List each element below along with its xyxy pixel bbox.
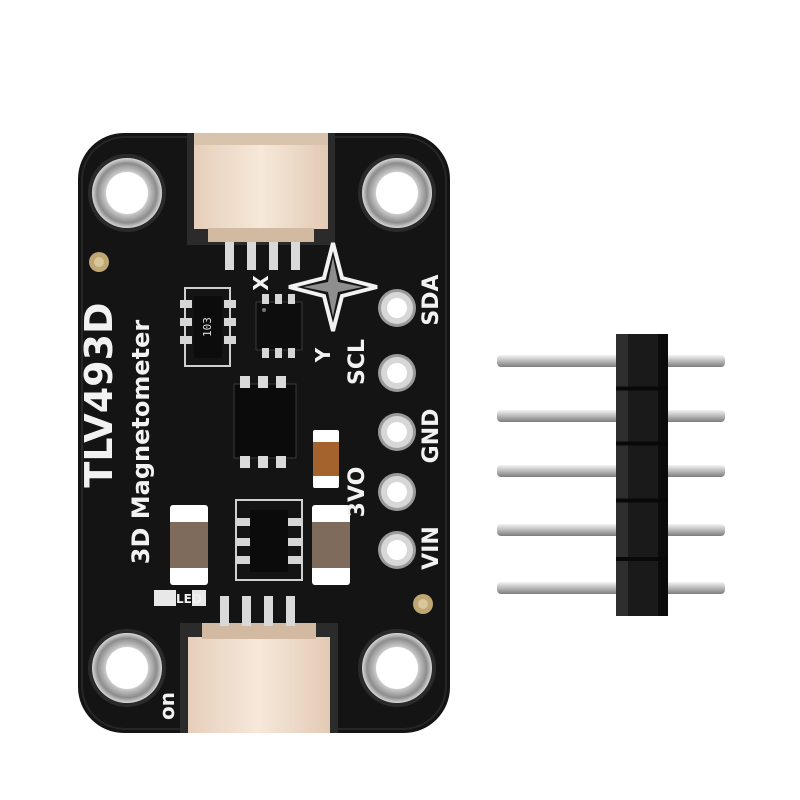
sensor-ic [255, 294, 303, 358]
header-pin [497, 465, 725, 477]
mounting-hole-top-right [358, 154, 436, 232]
regulator-ic [233, 376, 297, 468]
header-pin [497, 524, 725, 536]
mounting-hole-top-left [88, 154, 166, 232]
mounting-hole-bottom-left [88, 629, 166, 707]
header-pin [497, 355, 725, 367]
header-plastic [616, 334, 668, 616]
axis-x-label: X [249, 275, 273, 291]
led-label: LED [176, 592, 202, 606]
mounting-hole-bottom-right [358, 629, 436, 707]
capacitor-left [170, 505, 208, 585]
ic-left: 103 [180, 287, 236, 367]
pin-pad-vin [378, 531, 416, 569]
pin-pad-scl [378, 354, 416, 392]
pin-label-3vo: 3VO [345, 467, 370, 518]
pin-label-gnd: GND [419, 409, 444, 464]
connector-top [187, 133, 335, 270]
led: LED [154, 590, 206, 606]
switch-label: on [155, 692, 179, 720]
axis-star [288, 242, 378, 332]
axis-y-label: Y [311, 347, 335, 363]
capacitor-orange [313, 430, 339, 488]
pin-header [497, 334, 725, 616]
pin-label-vin: VIN [419, 526, 444, 570]
breakout-board: TLV493D 3D Magnetometer X Y 103 [77, 133, 450, 733]
header-pins [497, 355, 725, 594]
pin-pads [378, 289, 416, 569]
header-pin [497, 410, 725, 422]
pin-pad-3vo [378, 473, 416, 511]
board-subtitle: 3D Magnetometer [127, 320, 155, 565]
ic-marking: 103 [201, 317, 214, 337]
capacitor-right [312, 505, 350, 585]
pin-label-sda: SDA [419, 274, 444, 325]
pin-label-scl: SCL [345, 339, 370, 385]
pin-pad-sda [378, 289, 416, 327]
board-title: TLV493D [77, 302, 121, 487]
pin-labels: SDA SCL GND 3VO VIN [345, 274, 444, 569]
header-pin [497, 582, 725, 594]
pin-pad-gnd [378, 413, 416, 451]
connector-bottom [180, 596, 338, 733]
ic-lower [235, 499, 303, 581]
